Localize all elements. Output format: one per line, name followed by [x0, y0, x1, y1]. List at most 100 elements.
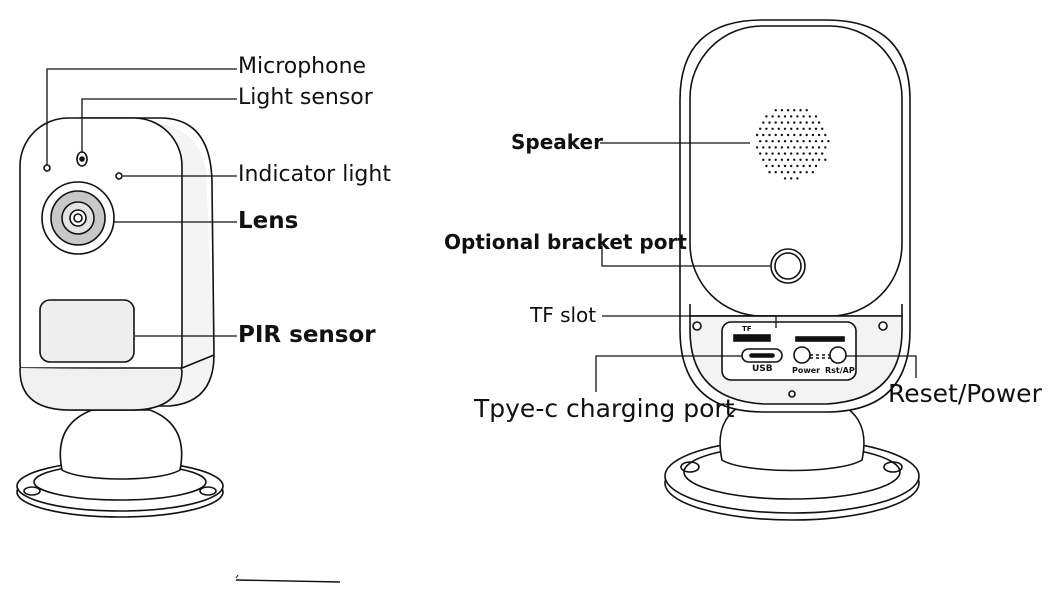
speaker-hole	[768, 146, 771, 149]
speaker-hole	[827, 140, 830, 143]
label-indicator-light: Indicator light	[238, 162, 391, 187]
speaker-hole	[771, 152, 774, 155]
speaker-hole	[790, 127, 793, 130]
front-camera	[16, 117, 224, 518]
speaker-hole	[793, 171, 796, 174]
usb-marking: USB	[752, 364, 773, 374]
speaker-hole	[777, 164, 780, 168]
speaker-hole	[811, 133, 815, 137]
speaker-hole	[821, 127, 824, 130]
label-lens: Lens	[238, 208, 299, 234]
speaker-hole	[786, 133, 790, 137]
speaker-hole	[811, 121, 815, 124]
speaker-hole	[777, 152, 780, 155]
label-light-sensor: Light sensor	[238, 85, 373, 110]
speaker-hole	[777, 115, 780, 118]
speaker-hole	[768, 171, 771, 174]
back-leader-lines	[595, 142, 917, 392]
stray-mark	[235, 574, 341, 583]
speaker-hole	[808, 164, 811, 168]
back-camera	[664, 19, 920, 521]
speaker-hole	[796, 152, 799, 155]
speaker-hole	[811, 158, 815, 161]
speaker-hole	[771, 127, 774, 130]
speaker-hole	[796, 164, 799, 168]
speaker-hole	[824, 146, 827, 149]
speaker-hole	[793, 146, 796, 149]
speaker-hole	[774, 133, 777, 137]
speaker-hole	[755, 146, 759, 149]
speaker-hole	[805, 158, 808, 161]
speaker-hole	[796, 177, 799, 180]
speaker-hole	[808, 127, 811, 130]
speaker-hole	[802, 164, 805, 168]
label-reset-power: Reset/Power	[888, 379, 1042, 408]
speaker-hole	[783, 164, 787, 168]
speaker-hole	[796, 115, 799, 118]
speaker-hole	[777, 140, 780, 143]
speaker-hole	[824, 133, 827, 137]
label-typec-port: Tpye-c charging port	[474, 394, 735, 423]
speaker-hole	[817, 133, 821, 137]
speaker-hole	[805, 171, 808, 174]
speaker-hole	[811, 171, 815, 174]
speaker-hole	[783, 177, 787, 180]
speaker-hole	[814, 164, 818, 168]
speaker-hole	[783, 115, 787, 118]
speaker-hole	[790, 164, 793, 168]
speaker-hole	[774, 146, 777, 149]
speaker-hole	[762, 146, 765, 149]
speaker-hole	[774, 171, 777, 174]
speaker-hole	[799, 158, 802, 161]
speaker-hole	[790, 115, 793, 118]
speaker-grille	[755, 109, 830, 180]
speaker-hole	[821, 140, 824, 143]
speaker-hole	[762, 121, 765, 124]
speaker-hole	[805, 109, 808, 112]
speaker-hole	[765, 127, 768, 130]
speaker-hole	[759, 152, 762, 155]
speaker-hole	[793, 158, 796, 161]
speaker-hole	[786, 121, 790, 124]
power-marking: Power	[792, 366, 821, 375]
speaker-hole	[755, 133, 759, 137]
speaker-hole	[768, 133, 771, 137]
speaker-hole	[759, 140, 762, 143]
speaker-hole	[786, 146, 790, 149]
speaker-hole	[814, 115, 818, 118]
speaker-hole	[808, 140, 811, 143]
speaker-hole	[777, 127, 780, 130]
tf-marking: TF	[742, 325, 752, 333]
rst-ap-marking: Rst/AP	[825, 366, 855, 375]
speaker-hole	[790, 152, 793, 155]
label-tf-slot: TF slot	[530, 303, 597, 327]
speaker-hole	[783, 127, 787, 130]
speaker-hole	[774, 109, 777, 112]
speaker-hole	[771, 164, 774, 168]
speaker-hole	[799, 146, 802, 149]
speaker-hole	[771, 140, 774, 143]
speaker-hole	[808, 152, 811, 155]
speaker-hole	[793, 121, 796, 124]
speaker-hole	[786, 158, 790, 161]
speaker-hole	[780, 121, 784, 124]
speaker-hole	[802, 140, 805, 143]
speaker-hole	[780, 171, 784, 174]
speaker-hole	[799, 133, 802, 137]
speaker-hole	[814, 152, 818, 155]
speaker-hole	[811, 146, 815, 149]
speaker-hole	[796, 140, 799, 143]
speaker-hole	[759, 127, 762, 130]
speaker-hole	[783, 152, 787, 155]
speaker-hole	[817, 158, 821, 161]
speaker-hole	[765, 115, 768, 118]
speaker-hole	[802, 152, 805, 155]
speaker-hole	[783, 140, 787, 143]
speaker-hole	[805, 146, 808, 149]
front-leader-lines	[46, 68, 237, 337]
speaker-hole	[805, 121, 808, 124]
speaker-hole	[799, 171, 802, 174]
label-pir-sensor: PIR sensor	[238, 322, 376, 348]
speaker-hole	[805, 133, 808, 137]
speaker-hole	[780, 146, 784, 149]
